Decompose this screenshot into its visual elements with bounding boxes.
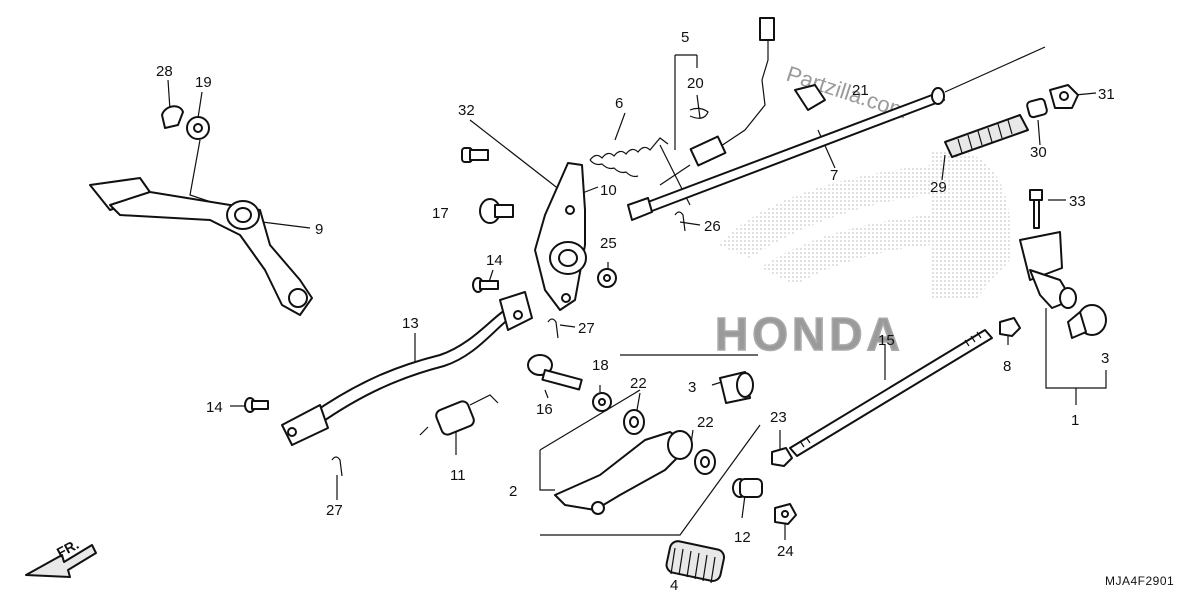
honda-watermark-text: HONDA [715,308,904,360]
callout-33: 33 [1069,193,1086,210]
cotter-pin-cable [674,211,686,232]
washer [186,116,210,140]
callout-6: 6 [615,95,623,112]
callout-1: 1 [1071,412,1079,429]
diagram-code: MJA4F2901 [1105,574,1174,588]
return-spring [589,137,669,178]
callout-3: 3 [1101,350,1109,367]
callout-14: 14 [206,399,223,416]
arm-washer [597,268,617,288]
callout-32: 32 [458,102,475,119]
callout-24: 24 [777,543,794,560]
callout-4: 4 [670,577,678,594]
callout-23: 23 [770,409,787,426]
shift-tie-rod [789,329,993,457]
callout-15: 15 [878,332,895,349]
callout-9: 9 [315,221,323,238]
brake-light-switch [659,17,775,186]
brake-rod [281,291,533,446]
dust-seal-right [694,449,716,475]
pedal-tip-rubber [665,540,726,584]
callout-26: 26 [704,218,721,235]
joint-bolt [1029,189,1043,229]
callout-2: 2 [509,483,517,500]
shift-pedal [554,430,693,515]
pivot-bolt [479,198,514,224]
callout-13: 13 [402,315,419,332]
callout-10: 10 [600,182,617,199]
brake-pedal [89,177,313,316]
callout-7: 7 [830,167,838,184]
snap-clip [161,105,184,129]
lock-nut [999,317,1021,337]
callout-30: 30 [1030,144,1047,161]
wire-band [794,84,826,111]
shift-pivot-bolt [527,354,583,391]
callout-11: 11 [450,467,466,484]
flange-nut-lower [774,503,797,525]
brake-arm [534,162,587,311]
callout-28: 28 [156,63,173,80]
callout-25: 25 [600,235,617,252]
honda-wing-watermark [718,150,1011,300]
callout-8: 8 [1003,358,1011,375]
brake-switch-spring [419,394,499,436]
callout-27: 27 [578,320,595,337]
dust-seal-left [623,409,645,435]
callout-22: 22 [630,375,647,392]
callout-22: 22 [697,414,714,431]
leader-lines [167,54,1107,540]
callout-31: 31 [1098,86,1115,103]
callout-3: 3 [688,379,696,396]
nut-upper [771,447,793,467]
callout-14: 14 [486,252,503,269]
cable-joint [1026,97,1048,119]
callout-20: 20 [687,75,704,92]
callout-labels: 1 2 3 3 4 5 6 7 8 9 10 11 12 13 14 14 15… [156,29,1115,594]
pivot-washer [592,392,612,412]
rubber-bushing-shift [719,371,754,404]
wire-clip [689,107,709,119]
callout-21: 21 [852,82,869,99]
pedal-rubber-bushing [732,478,763,498]
callout-18: 18 [592,357,609,374]
cable-spring [944,114,1029,158]
front-arrow-icon [25,544,97,578]
callout-29: 29 [930,179,947,196]
callout-17: 17 [432,205,449,222]
ball-joint-boot [1067,304,1107,339]
pin-bolt [461,147,489,163]
callout-5: 5 [681,29,689,46]
callout-19: 19 [195,74,212,91]
clevis-pin-upper [472,277,499,293]
cotter-pin-lower [331,456,343,477]
callout-12: 12 [734,529,751,546]
callout-27: 27 [326,502,343,519]
callout-16: 16 [536,401,553,418]
brake-cable [627,46,1046,221]
cotter-pin-upper [547,318,559,339]
adjusting-nut [1049,84,1079,109]
clevis-pin-lower [244,397,269,413]
shift-joint-assembly [1019,231,1077,309]
